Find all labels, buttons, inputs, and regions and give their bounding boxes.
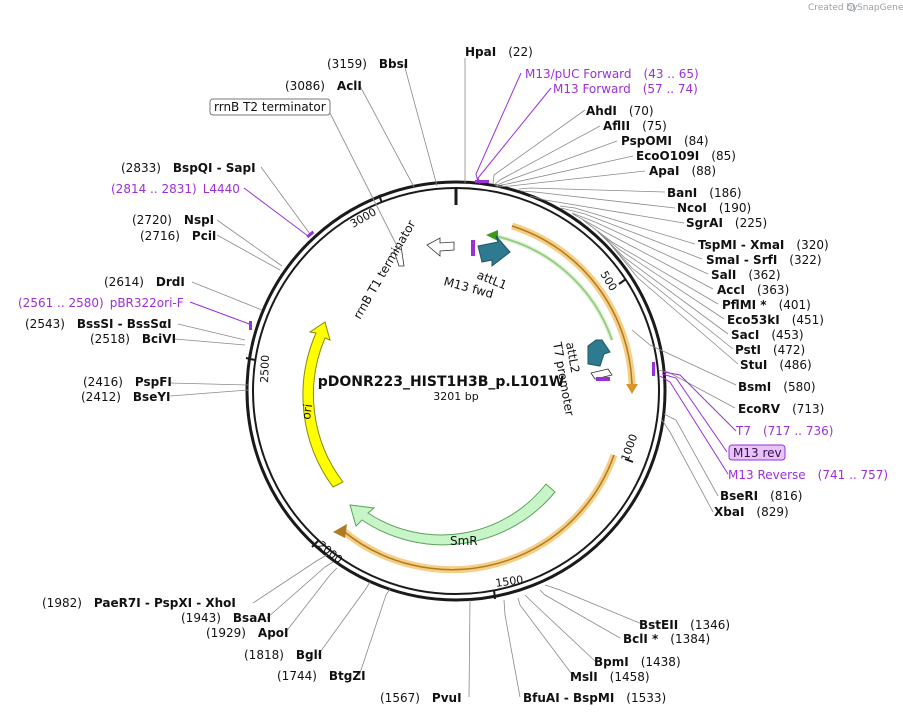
green-feature-arc-glow (494, 233, 615, 341)
m13-rev-highlight (728, 444, 786, 461)
enzyme-leaders (169, 58, 739, 698)
plasmid-name: pDONR223_HIST1H3B_p.L101W (318, 374, 565, 390)
enzyme-label-bpmi: BpmI(1438) (594, 655, 681, 669)
enzyme-label-pspfi: (2416)PspFI (83, 375, 172, 389)
rrnb-t2-arrow (393, 245, 405, 267)
snapgene-logo-icon (847, 3, 855, 11)
enzyme-label-bspqi-sapi: (2833)BspQI - SapI (121, 161, 256, 175)
rrnb-t1-arrow (426, 237, 455, 257)
tick-label-1500: 1500 (495, 573, 525, 590)
enzyme-label-ahdi: AhdI(70) (586, 104, 654, 118)
m13fwd-marker (471, 240, 475, 256)
enzyme-label-saci: SacI(453) (731, 328, 804, 342)
orf-arrow-bottom-icon (333, 524, 347, 538)
green-arrow-icon (486, 230, 498, 241)
enzyme-label-sgrai: SgrAI(225) (686, 216, 767, 230)
primer-label-pbr322ori-f: (2561 .. 2580)pBR322ori-F (18, 296, 184, 310)
enzyme-label-eco53ki: Eco53kI(451) (727, 313, 824, 327)
enzyme-label-btgzi: (1744)BtgZI (277, 669, 366, 683)
credit-prefix: Created by (808, 3, 858, 13)
enzyme-label-ecorv: EcoRV(713) (738, 402, 824, 416)
enzyme-label-apai: ApaI(88) (649, 164, 716, 178)
enzyme-label-bseyi: (2412)BseYI (81, 390, 171, 404)
smr-feature (349, 483, 556, 546)
attl2-label: attL2 (563, 341, 582, 374)
attl2-arrow (587, 339, 611, 367)
enzyme-label-stui: StuI(486) (740, 358, 812, 372)
primer-label-l4440: (2814 .. 2831)L4440 (111, 182, 240, 196)
enzyme-label-apoi: (1929)ApoI (206, 626, 289, 640)
enzyme-label-psti: PstI(472) (735, 343, 805, 357)
tick-label-2500: 2500 (258, 355, 272, 383)
orf-arc-glow-bottom (339, 453, 618, 574)
enzyme-label-bseri: BseRI(816) (720, 489, 802, 503)
enzyme-label-pspomi: PspOMI(84) (621, 134, 709, 148)
orf-arrow-top-icon (626, 384, 638, 394)
tick-label-1000: 1000 (619, 432, 641, 463)
primer-label-m13-rev: M13 rev (733, 446, 782, 460)
smr-label: SmR (450, 534, 478, 548)
plasmid-size: 3201 bp (433, 390, 478, 403)
rrnb-t1-label: rrnB T1 terminator (350, 218, 418, 322)
enzyme-label-tspmi-xmai: TspMI - XmaI(320) (698, 238, 829, 252)
enzyme-label-pflmi: PflMI *(401) (722, 298, 811, 312)
t7-promoter-arrow (590, 368, 613, 380)
rrnb-t2-leader (329, 112, 399, 249)
enzyme-label-bfuai-bspmi: BfuAI - BspMI(1533) (523, 691, 666, 705)
enzyme-label-bsssi: (2543)BssSI - BssSαI (25, 317, 172, 331)
backbone-outer-ring (245, 180, 667, 602)
enzyme-label-msli: MslI(1458) (570, 670, 650, 684)
primer-markers (249, 180, 655, 376)
enzyme-label-paer7i-pspxi-xhoi: (1982)PaeR7I - PspXI - XhoI (42, 596, 236, 610)
enzyme-label-xbai: XbaI(829) (714, 505, 789, 519)
enzyme-label-bsaai: (1943)BsaAI (181, 611, 271, 625)
tick-marks (245, 194, 634, 600)
orf-arc-top (511, 225, 633, 387)
enzyme-label-acli: (3086)AclI (285, 79, 362, 93)
enzyme-label-acci: AccI(363) (717, 283, 789, 297)
enzyme-label-smai-srfi: SmaI - SrfI(322) (706, 253, 822, 267)
enzyme-label-bbsi: (3159)BbsI (327, 57, 408, 71)
enzyme-label-pvui: (1567)PvuI (380, 691, 462, 705)
enzyme-label-bcivi: (2518)BciVI (90, 332, 176, 346)
ori-feature (302, 321, 344, 488)
enzyme-label-pcii: (2716)PciI (140, 229, 216, 243)
enzyme-label-ncoi: NcoI(190) (677, 201, 751, 215)
enzyme-label-drdi: (2614)DrdI (104, 275, 185, 289)
enzyme-label-hpai: HpaI(22) (465, 45, 533, 59)
enzyme-label-sali: SalI(362) (711, 268, 781, 282)
primer-label-m13-forward: M13 Forward(57 .. 74) (553, 82, 698, 96)
t7-primer-marker (596, 377, 610, 381)
enzyme-label-aflii: AflII(75) (603, 119, 667, 133)
enzyme-label-bcli: BclI *(1384) (623, 632, 710, 646)
primer-label-m13-reverse: M13 Reverse(741 .. 757) (728, 468, 888, 482)
primer-label-m13-puc-forward: M13/pUC Forward(43 .. 65) (525, 67, 699, 81)
enzyme-label-nspi: (2720)NspI (132, 213, 214, 227)
primer-label-t7: T7(717 .. 736) (735, 424, 833, 438)
enzyme-label-bani: BanI(186) (667, 186, 742, 200)
enzyme-label-bsmi: BsmI(580) (738, 380, 816, 394)
enzyme-label-bgli: (1818)BglI (244, 648, 322, 662)
rrnb-t2-box (209, 98, 331, 116)
enzyme-label-bsteii: BstEII(1346) (639, 618, 730, 632)
credit-brand: SnapGene (857, 3, 903, 13)
enzyme-label-ecoo109i: EcoO109I(85) (636, 149, 736, 163)
ori-label: ori (299, 403, 315, 420)
orf-arc-bottom (341, 454, 615, 571)
rrnb-t2-label: rrnB T2 terminator (214, 100, 326, 114)
attl1-arrow (477, 235, 511, 268)
tick-label-2000: 2000 (315, 538, 345, 566)
